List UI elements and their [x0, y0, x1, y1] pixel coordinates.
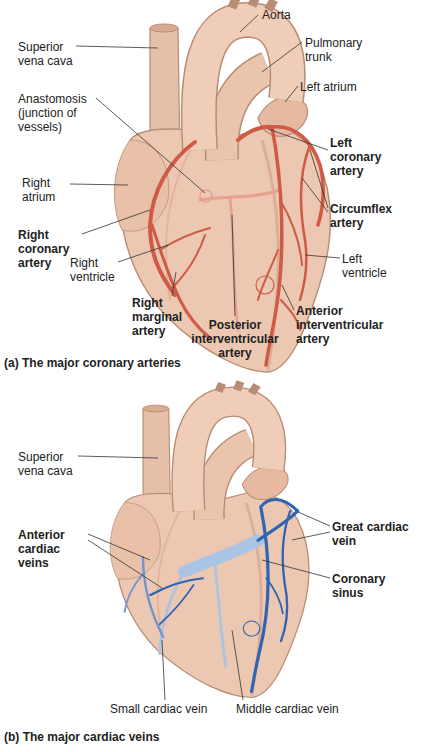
- part-label: Anterior interventricular artery: [296, 304, 411, 346]
- part-label: Left coronary artery: [330, 136, 402, 178]
- figure-caption: (b) The major cardiac veins: [4, 730, 304, 744]
- part-label: Great cardiac vein: [332, 520, 412, 548]
- part-label: Left atrium: [300, 80, 380, 94]
- part-label: Aorta: [262, 8, 322, 22]
- part-label: Superior vena cava: [18, 450, 80, 478]
- part-label: Pulmonary trunk: [305, 36, 375, 64]
- figure-caption: (a) The major coronary arteries: [4, 356, 304, 370]
- part-label: Small cardiac vein: [110, 702, 230, 716]
- heart-drawing: [110, 382, 309, 698]
- part-label: Right atrium: [22, 176, 72, 204]
- part-label: Anterior cardiac veins: [18, 528, 90, 570]
- part-label: Superior vena cava: [18, 40, 80, 68]
- part-label: Anastomosis (junction of vessels): [18, 92, 103, 134]
- part-label: Circumflex artery: [330, 202, 415, 230]
- part-label: Posterior interventricular artery: [180, 318, 290, 360]
- part-label: Left ventricle: [342, 252, 402, 280]
- part-label: Coronary sinus: [332, 572, 404, 600]
- part-label: Middle cardiac vein: [236, 702, 366, 716]
- part-label: Right ventricle: [70, 256, 130, 284]
- part-label: Right marginal artery: [132, 296, 194, 338]
